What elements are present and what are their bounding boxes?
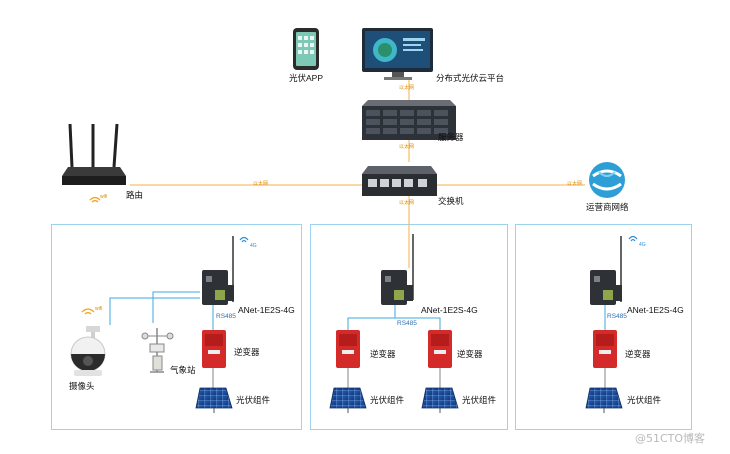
ethernet-tag-carrier: 以太网: [567, 181, 583, 187]
gateway-icon-left: [202, 236, 234, 305]
pv-panel-icon-middle-a: [329, 387, 367, 413]
router-label: 路由: [126, 190, 144, 200]
inverter-label-middle-a: 逆变器: [370, 349, 396, 359]
wifi-icon-camera: [81, 308, 95, 315]
carrier-label: 运营商网络: [586, 202, 629, 212]
server-label: 服务器: [438, 132, 464, 142]
cell-icon-left: [239, 236, 249, 243]
camera-icon: [70, 326, 106, 376]
wifi-tag-router: wifi: [100, 194, 108, 200]
pv-label-left: 光伏组件: [236, 395, 271, 405]
pv-label-middle-b: 光伏组件: [462, 395, 497, 405]
inverter-label-right: 逆变器: [625, 349, 651, 359]
app-label: 光伏APP: [289, 73, 324, 83]
pv-label-middle-a: 光伏组件: [370, 395, 405, 405]
rs485-tag-middle: RS485: [397, 320, 417, 327]
switch-label: 交换机: [438, 196, 464, 206]
gateway-label-middle: ANet-1E2S-4G: [421, 305, 478, 315]
switch-icon: [362, 166, 437, 196]
cell-tag-right: 4G: [639, 242, 646, 248]
ethernet-tag-server: 以太网: [399, 144, 415, 150]
server-icon: [362, 100, 456, 140]
watermark: @51CTO博客: [635, 432, 706, 445]
wifi-tag-camera: wifi: [95, 306, 103, 312]
camera-label: 摄像头: [69, 381, 95, 391]
router-icon: [62, 123, 126, 185]
rs485-tag-left: RS485: [216, 313, 236, 320]
ethernet-tag-platform: 以太网: [399, 85, 415, 91]
gateway-icon-middle: [381, 234, 414, 305]
inverter-label-middle-b: 逆变器: [457, 349, 483, 359]
monitor-icon: [362, 28, 433, 80]
pv-label-right: 光伏组件: [627, 395, 662, 405]
gateway-label-right: ANet-1E2S-4G: [627, 305, 684, 315]
pv-panel-icon-left: [195, 387, 233, 413]
pv-panel-icon-right: [585, 387, 623, 413]
wifi-icon-router: [89, 196, 101, 203]
inverter-icon-right: [593, 330, 617, 368]
gateway-label-left: ANet-1E2S-4G: [238, 305, 295, 315]
inverter-icon-middle-a: [336, 330, 360, 368]
ethernet-lines: [130, 78, 585, 268]
cell-icon-right: [628, 235, 638, 242]
carrier-logo-icon: [589, 162, 625, 198]
platform-label: 分布式光伏云平台: [436, 73, 505, 83]
inverter-label-left: 逆变器: [234, 347, 260, 357]
inverter-icon-middle-b: [428, 330, 452, 368]
rs485-lines: [109, 291, 606, 330]
site-panel-right: [515, 224, 692, 430]
cell-tag-left: 4G: [250, 243, 257, 249]
rs485-tag-right: RS485: [607, 313, 627, 320]
weather-label: 气象站: [170, 365, 196, 375]
inverter-icon-left: [202, 330, 226, 368]
gateway-icon-right: [590, 236, 622, 305]
pv-panel-icon-middle-b: [421, 387, 459, 413]
phone-icon: [293, 28, 319, 70]
ethernet-tag-router: 以太网: [253, 181, 269, 187]
ethernet-tag-switch: 以太网: [399, 200, 415, 206]
weather-station-icon: [141, 328, 174, 373]
